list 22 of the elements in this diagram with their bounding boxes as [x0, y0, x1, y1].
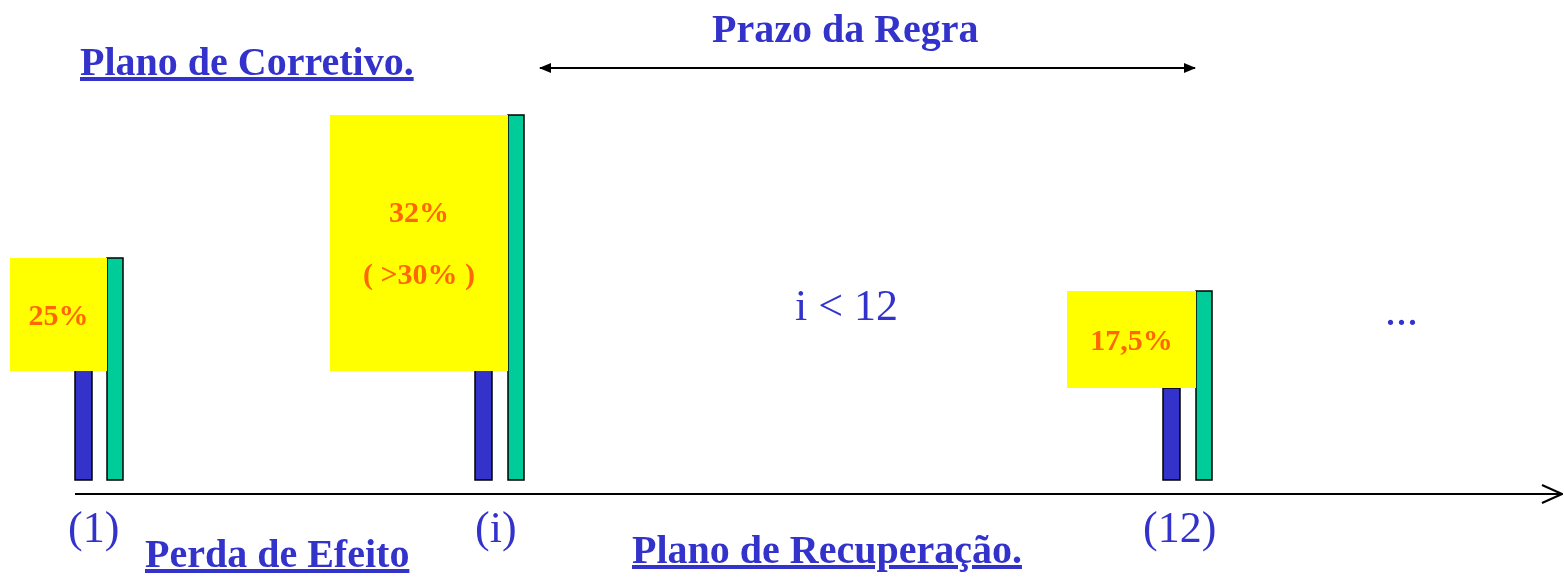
callout-box: [1067, 291, 1196, 388]
callout-box: [330, 115, 508, 371]
dimension-label: Prazo da Regra: [712, 5, 979, 52]
heading: Plano de Corretivo.: [80, 38, 414, 85]
tick-label: (1): [68, 502, 120, 553]
bar: [74, 369, 93, 481]
percentage-label: 17,5%: [1090, 322, 1173, 357]
phase-label: Plano de Recuperação.: [632, 526, 1022, 573]
bar: [474, 369, 493, 481]
bar: [1162, 387, 1181, 481]
phase-label: Perda de Efeito: [145, 530, 410, 577]
percentage-label: 25%: [28, 297, 89, 332]
bar: [1195, 290, 1213, 481]
ellipsis: ...: [1385, 285, 1418, 336]
percentage-label: 32%: [389, 195, 449, 229]
callout-box: [10, 258, 107, 371]
tick-label: (i): [475, 502, 517, 553]
tick-label: (12): [1143, 502, 1217, 553]
bar: [507, 114, 525, 481]
percentage-label: ( >30% ): [362, 257, 476, 291]
bar: [106, 257, 124, 481]
condition-label: i < 12: [795, 280, 899, 331]
